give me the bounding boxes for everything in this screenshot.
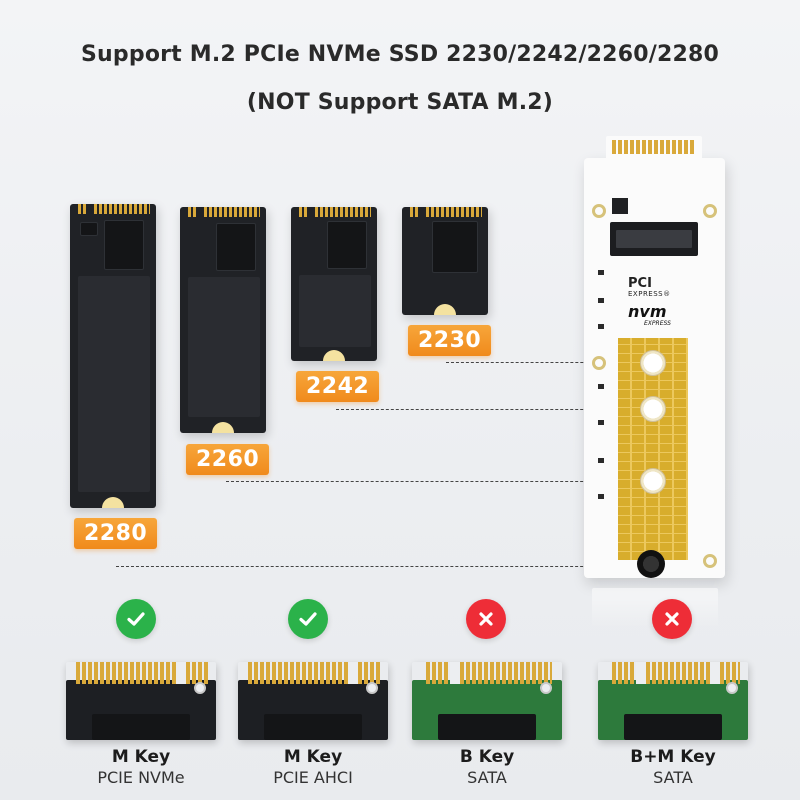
guide-line-2280 (116, 566, 638, 567)
key-name-bm-sata: B+M Key (630, 747, 716, 767)
ssd-support-pad (618, 338, 688, 560)
cross-icon (652, 599, 692, 639)
pci-express-logo-sub: EXPRESS® (628, 290, 671, 298)
ssd-2260-image (180, 207, 266, 433)
standoff-2230 (640, 350, 666, 376)
m-key-ahci-card-image (238, 662, 388, 740)
check-icon (116, 599, 156, 639)
size-tag-2260: 2260 (186, 444, 270, 475)
nvm-express-logo-sub: EXPRESS (644, 320, 671, 327)
m-key-nvme-card-image (66, 662, 216, 740)
ssd-2230-image (402, 207, 488, 315)
standoff-2260 (640, 468, 666, 494)
size-tag-2230: 2230 (408, 325, 492, 356)
size-tag-2242: 2242 (296, 371, 380, 402)
key-protocol-b-sata: SATA (467, 768, 507, 787)
mount-hole (703, 554, 717, 568)
pci-express-logo: PCI (628, 276, 652, 291)
ssd-2280-image (70, 204, 156, 508)
key-name-m-nvme: M Key (111, 747, 171, 767)
size-tag-2280: 2280 (74, 518, 158, 549)
mount-hole (703, 204, 717, 218)
m2-slot (610, 222, 698, 256)
standoff-2242 (640, 396, 666, 422)
guide-line-2260 (226, 481, 638, 482)
nvm-express-logo: nvm (628, 302, 667, 321)
key-protocol-m-nvme: PCIE NVMe (97, 768, 185, 787)
nvme-adapter-board: PCI EXPRESS® nvm EXPRESS (584, 136, 725, 578)
pcie-edge-connector (606, 136, 702, 164)
guide-line-2230 (446, 362, 638, 363)
key-name-b-sata: B Key (459, 747, 515, 767)
controller-chip (612, 198, 628, 214)
title-line-1: Support M.2 PCIe NVMe SSD 2230/2242/2260… (81, 42, 719, 67)
ssd-2242-image (291, 207, 377, 361)
screw-2280 (637, 550, 665, 578)
title-line-2: (NOT Support SATA M.2) (246, 90, 554, 115)
bm-key-sata-card-image (598, 662, 748, 740)
guide-line-2242 (336, 409, 638, 410)
key-name-m-ahci: M Key (283, 747, 343, 767)
cross-icon (466, 599, 506, 639)
b-key-sata-card-image (412, 662, 562, 740)
mount-hole (592, 356, 606, 370)
key-protocol-m-ahci: PCIE AHCI (273, 768, 353, 787)
check-icon (288, 599, 328, 639)
mount-hole (592, 204, 606, 218)
key-protocol-bm-sata: SATA (653, 768, 693, 787)
